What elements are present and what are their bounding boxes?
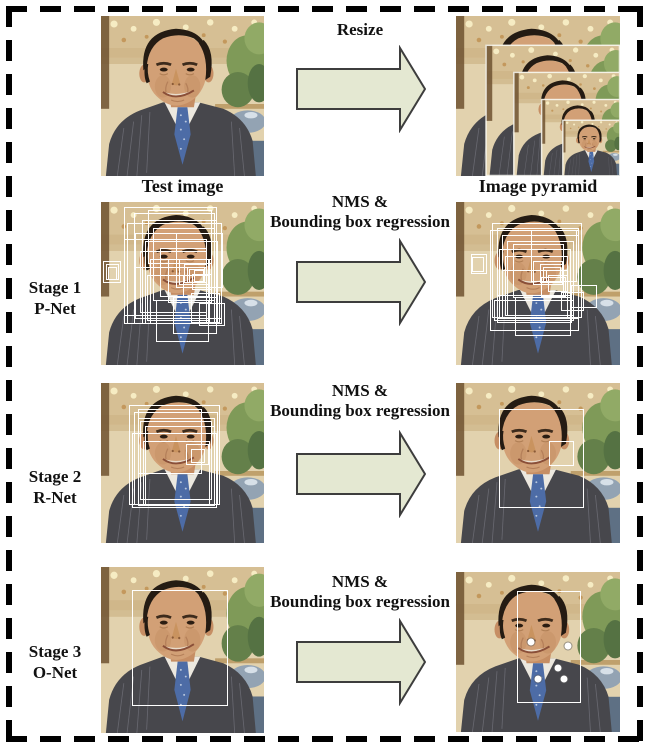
stage3-label: Stage 3 O-Net — [12, 641, 98, 683]
stage3-arrow-icon — [296, 618, 426, 706]
bounding-box — [140, 421, 212, 500]
bounding-box — [497, 294, 573, 323]
bounding-box — [515, 296, 571, 336]
bounding-box — [190, 293, 220, 323]
bounding-box — [131, 432, 217, 508]
nms-line2: Bounding box regression — [270, 592, 450, 611]
bounding-box — [156, 299, 209, 343]
dashed-border-bottom — [6, 736, 646, 742]
landmark-dot — [554, 664, 562, 672]
bounding-box — [501, 270, 568, 318]
image-pyramid-photo — [456, 16, 620, 176]
dashed-border-left — [6, 6, 12, 742]
image-pyramid-caption: Image pyramid — [478, 176, 598, 196]
stage2-name: Stage 2 — [28, 467, 82, 486]
dashed-border-top — [6, 6, 646, 12]
stage1-name: Stage 1 — [28, 278, 82, 297]
bounding-box — [516, 591, 581, 704]
stage2-net: R-Net — [33, 488, 77, 507]
test-image-photo — [101, 16, 264, 176]
stage1-net: P-Net — [34, 299, 76, 318]
bounding-box — [153, 228, 216, 302]
stage3-name: Stage 3 — [28, 642, 82, 661]
nms-line1: NMS & — [331, 381, 389, 400]
landmark-dot — [534, 675, 542, 683]
bounding-box — [143, 440, 211, 507]
bounding-box — [131, 590, 229, 707]
bounding-box — [547, 275, 568, 292]
portrait-illustration — [101, 16, 264, 176]
nms-line1: NMS & — [331, 572, 389, 591]
bounding-box — [133, 411, 219, 505]
stage3-arrow-label: NMS & Bounding box regression — [250, 572, 470, 612]
stage1-input-boxes — [101, 202, 264, 365]
bounding-box — [172, 296, 217, 335]
landmark-dot — [527, 638, 535, 646]
image-pyramid-illustration — [456, 16, 620, 176]
stage2-input-boxes — [101, 383, 264, 543]
bounding-box — [472, 257, 484, 273]
bounding-box — [179, 259, 209, 286]
nms-line2: Bounding box regression — [270, 212, 450, 231]
dashed-border-right — [637, 6, 643, 742]
bounding-box — [541, 276, 566, 297]
test-image-caption: Test image — [141, 176, 224, 196]
bounding-box — [498, 408, 584, 508]
bounding-box — [570, 285, 598, 308]
stage3-net: O-Net — [32, 663, 78, 682]
stage1-arrow-label: NMS & Bounding box regression — [250, 192, 470, 232]
bounding-box — [190, 448, 206, 463]
stage2-output-boxes — [456, 383, 620, 543]
bounding-box — [146, 275, 211, 321]
nms-line1: NMS & — [331, 192, 389, 211]
bounding-box — [102, 260, 121, 284]
bounding-box — [107, 267, 118, 281]
stage1-output-photo — [456, 202, 620, 365]
resize-arrow-label: Resize — [336, 20, 384, 39]
nms-line2: Bounding box regression — [270, 401, 450, 420]
landmark-dot — [560, 675, 568, 683]
stage2-arrow-icon — [296, 430, 426, 518]
stage3-output-photo — [456, 572, 620, 732]
bounding-box — [185, 443, 209, 465]
stage3-output-boxes — [456, 572, 620, 732]
stage2-label: Stage 2 R-Net — [12, 466, 98, 508]
bounding-box — [560, 291, 584, 312]
stage1-arrow-icon — [296, 238, 426, 326]
landmark-dot — [564, 642, 572, 650]
stage3-input-photo — [101, 567, 264, 733]
bounding-box — [175, 232, 224, 289]
bounding-box — [531, 229, 578, 282]
bounding-box — [498, 249, 571, 320]
bounding-box — [182, 275, 209, 297]
bounding-box — [192, 273, 212, 291]
stage1-label: Stage 1 P-Net — [12, 277, 98, 319]
bounding-box — [549, 440, 575, 467]
stage2-input-photo — [101, 383, 264, 543]
stage3-facial-landmarks — [456, 572, 620, 732]
bounding-box — [198, 303, 225, 326]
stage1-input-photo — [101, 202, 264, 365]
bounding-box — [470, 254, 488, 274]
stage2-output-photo — [456, 383, 620, 543]
stage3-input-boxes — [101, 567, 264, 733]
resize-arrow-icon — [296, 45, 426, 133]
bounding-box — [193, 270, 206, 282]
stage1-output-boxes — [456, 202, 620, 365]
stage2-arrow-label: NMS & Bounding box regression — [250, 381, 470, 421]
